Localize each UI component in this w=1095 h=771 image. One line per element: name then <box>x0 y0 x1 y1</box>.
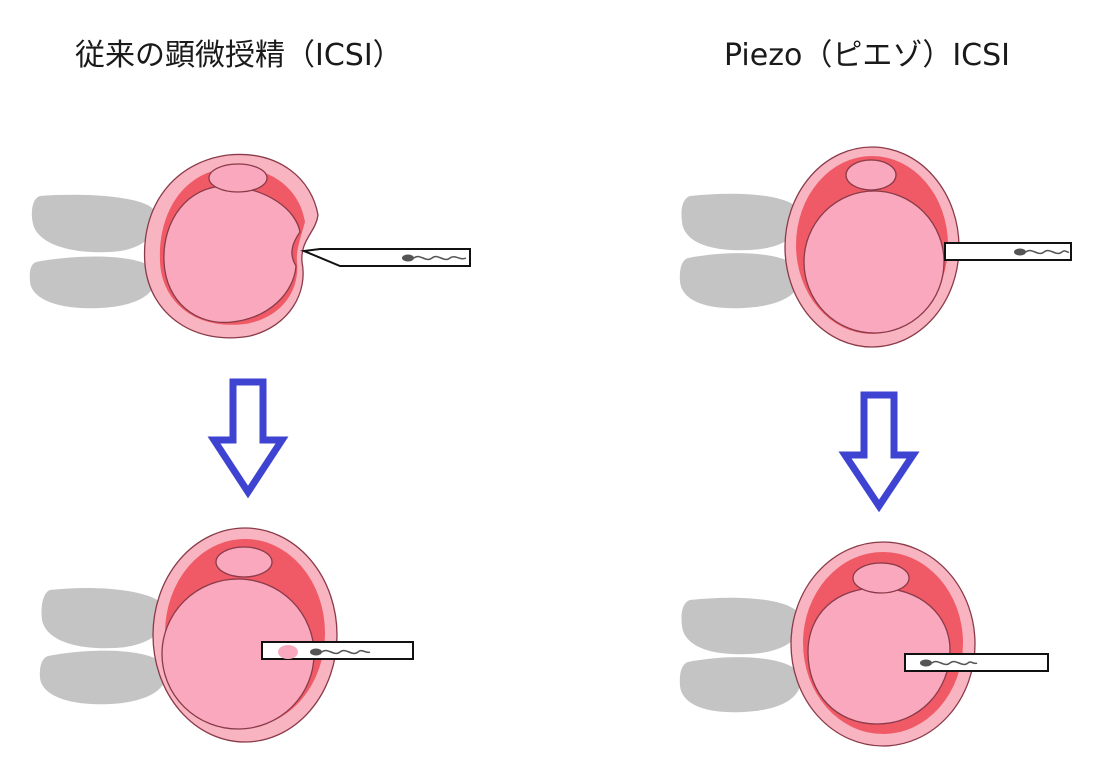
down-arrow-piezo <box>838 391 920 513</box>
piezo-after-panel <box>679 541 1049 747</box>
conventional-after-panel <box>39 527 414 743</box>
piezo-before-panel <box>679 146 1072 348</box>
holding-pipette <box>29 194 157 309</box>
holding-pipette <box>39 588 167 705</box>
oocyte <box>152 527 338 743</box>
sperm <box>920 659 978 667</box>
sperm <box>1014 248 1070 256</box>
holding-pipette <box>679 193 801 309</box>
injection-pipette <box>904 653 1049 672</box>
down-arrow-conventional <box>207 378 289 499</box>
oocyte <box>790 541 976 747</box>
oocyte <box>784 146 960 348</box>
oocyte <box>143 153 319 339</box>
conventional-icsi-title: 従来の顕微授精（ICSI） <box>75 38 403 73</box>
sperm <box>402 254 467 262</box>
piezo-icsi-title: Piezo（ピエゾ）ICSI <box>724 38 1011 73</box>
injection-pipette <box>261 641 414 660</box>
injection-pipette <box>300 248 471 267</box>
conventional-before-panel <box>29 153 471 339</box>
injection-pipette <box>944 242 1072 261</box>
sperm <box>310 648 371 656</box>
holding-pipette <box>679 597 801 713</box>
